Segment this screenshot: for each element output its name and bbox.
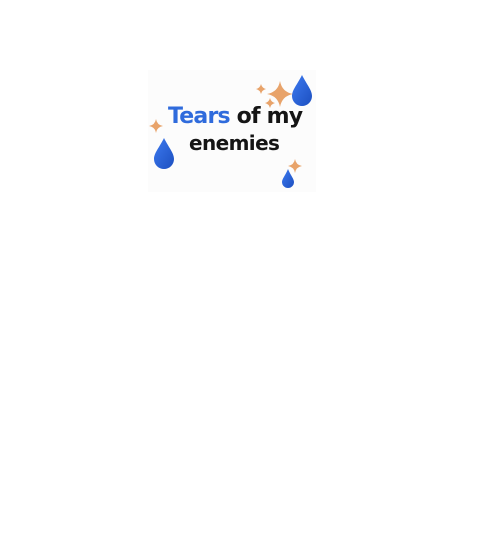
design-text-line-2: enemies [189,131,280,155]
teardrop-icon [282,169,294,188]
sparkle-icon [288,159,302,173]
teardrop-icon [292,75,312,106]
sparkle-icon [267,81,293,107]
text-of-my: of my [236,104,303,129]
design-text-line-1: Tears of my [168,104,303,130]
highlight-word: Tears [168,104,231,129]
sparkle-icon [149,119,163,133]
design-artwork [149,75,312,188]
teardrop-icon [154,138,174,169]
tshirt-design-graphic: Tears of my enemies [148,70,316,192]
sparkle-icon [265,98,275,108]
sparkle-icon [256,84,266,94]
